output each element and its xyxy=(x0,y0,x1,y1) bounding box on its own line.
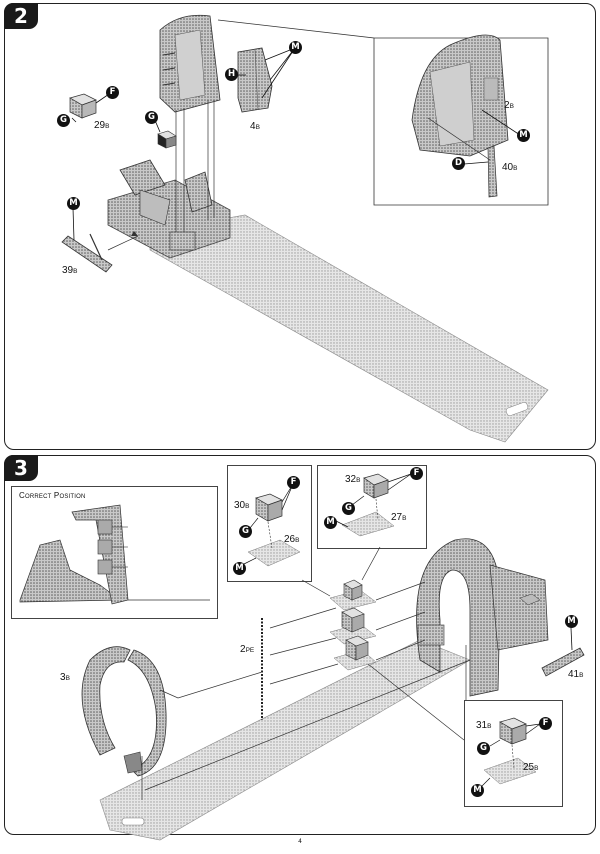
part-label-29b: 29B xyxy=(94,120,110,131)
part-label-25b: 25B xyxy=(523,762,539,773)
page-number: 4 xyxy=(298,838,302,845)
chassis-floor xyxy=(149,214,549,443)
part-29b-drawing xyxy=(69,93,97,119)
paint-m-icon: M xyxy=(289,41,302,54)
step-number: 2 xyxy=(4,3,38,29)
part-label-39b: 39B xyxy=(62,265,78,276)
paint-m-icon: M xyxy=(565,615,578,628)
glue-f-icon: F xyxy=(539,717,552,730)
glue-f-icon: F xyxy=(287,476,300,489)
chassis-floor xyxy=(99,639,471,841)
part-3b-drawing xyxy=(81,646,131,756)
paint-m-icon: M xyxy=(517,129,530,142)
part-label-2b: 2B xyxy=(504,100,514,111)
paint-m-icon: M xyxy=(471,784,484,797)
paint-m-icon: M xyxy=(67,197,80,210)
part-39b-drawing xyxy=(61,235,113,273)
part-label-31b: 31B xyxy=(476,720,492,731)
part-label-41b: 41B xyxy=(568,669,584,680)
paint-g-icon: G xyxy=(57,114,70,127)
part-label-4b: 4B xyxy=(250,121,260,132)
part-label-30b: 30B xyxy=(234,500,250,511)
part-label-32b: 32B xyxy=(345,474,361,485)
inset-caption: Correct Position xyxy=(19,491,86,500)
glue-f-icon: F xyxy=(410,467,423,480)
part-label-26b: 26B xyxy=(284,534,300,545)
part-label-3b: 3B xyxy=(60,672,70,683)
part-label-27b: 27B xyxy=(391,512,407,523)
paint-g-icon: G xyxy=(145,111,158,124)
step-number: 3 xyxy=(4,455,38,481)
paint-g-icon: G xyxy=(342,502,355,515)
paint-g-icon: G xyxy=(239,525,252,538)
paint-d-icon: D xyxy=(452,157,465,170)
paint-m-icon: M xyxy=(324,516,337,529)
paint-m-icon: M xyxy=(233,562,246,575)
part-41b-drawing xyxy=(541,647,585,677)
paint-h-icon: H xyxy=(225,68,238,81)
paint-g-icon: G xyxy=(477,742,490,755)
part-40b-drawing xyxy=(487,145,498,198)
glue-f-icon: F xyxy=(106,86,119,99)
part-label-40b: 40B xyxy=(502,162,518,173)
part-label-2pe: 2PE xyxy=(240,644,255,655)
